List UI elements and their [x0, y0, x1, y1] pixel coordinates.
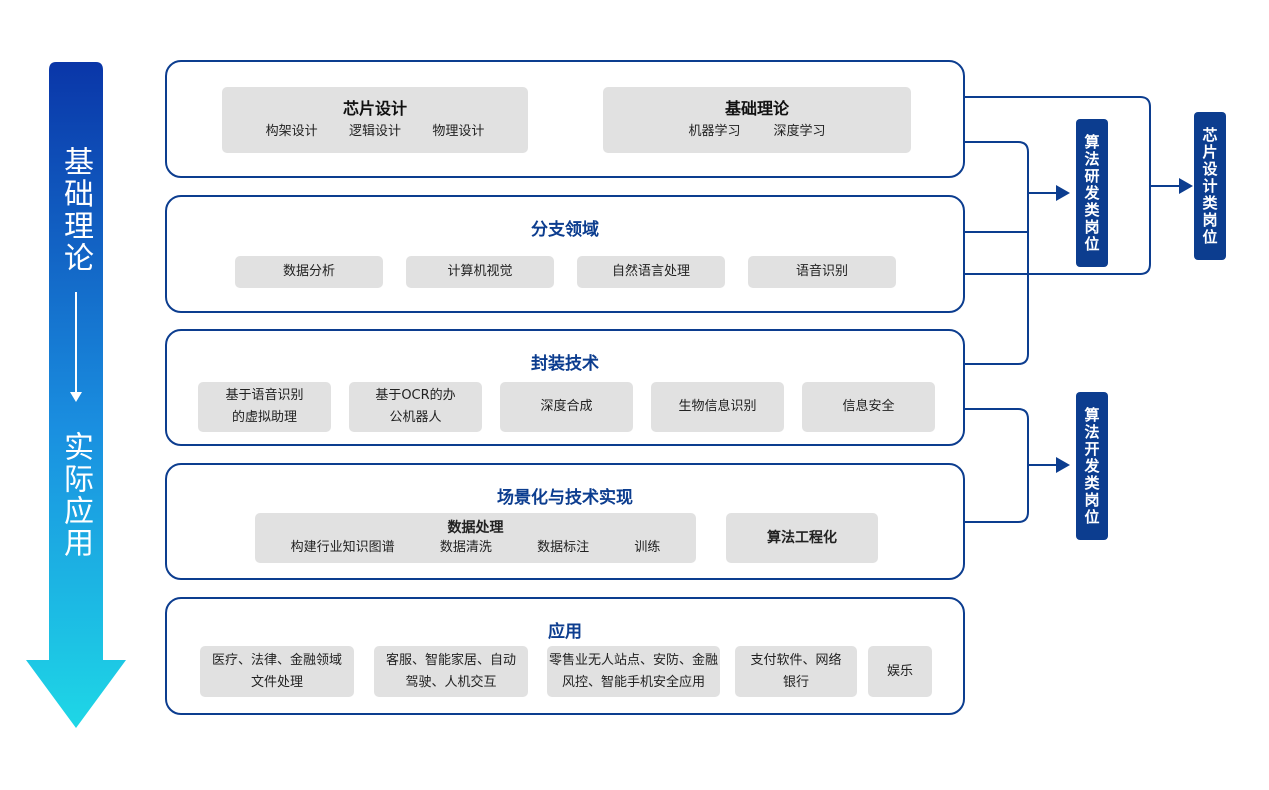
bottom-label: 实际应用 — [58, 431, 93, 559]
package-box: 生物信息识别 — [651, 382, 784, 432]
sub-item: 深度学习 — [773, 124, 826, 139]
basic-theory-box: 基础理论 机器学习 深度学习 — [603, 87, 911, 153]
panel-title: 分支领域 — [531, 220, 599, 240]
role-chip: 芯片设计类岗位 — [1194, 112, 1226, 260]
branch-box: 语音识别 — [748, 256, 896, 288]
sub-item: 逻辑设计 — [348, 124, 401, 139]
sub-item: 数据标注 — [537, 540, 590, 555]
panel-application: 应用 医疗、法律、金融领域 文件处理 客服、智能家居、自动 驾驶、人机交互 零售… — [165, 597, 965, 715]
application-box: 客服、智能家居、自动 驾驶、人机交互 — [374, 646, 528, 697]
chip-design-box: 芯片设计 构架设计 逻辑设计 物理设计 — [222, 87, 528, 153]
box-line: 公机器人 — [389, 410, 442, 425]
box-line: 支付软件、网络 — [750, 652, 842, 668]
box-line: 的虚拟助理 — [231, 410, 297, 425]
box-line: 基于OCR的办 — [375, 388, 456, 403]
package-box: 信息安全 — [802, 382, 935, 432]
box-line: 医疗、法律、金融领域 — [211, 652, 342, 668]
application-box: 零售业无人站点、安防、金融 风控、智能手机安全应用 — [547, 646, 720, 697]
box-line: 零售业无人站点、安防、金融 — [548, 652, 718, 668]
top-label: 基础理论 — [58, 146, 93, 274]
branch-box: 计算机视觉 — [406, 256, 554, 288]
panel-foundation: 芯片设计 构架设计 逻辑设计 物理设计 基础理论 机器学习 深度学习 — [165, 60, 965, 178]
panel-title: 场景化与技术实现 — [497, 488, 633, 508]
box-line: 银行 — [782, 674, 809, 690]
branch-box: 数据分析 — [235, 256, 383, 288]
panel-branches: 分支领域 数据分析 计算机视觉 自然语言处理 语音识别 — [165, 195, 965, 313]
package-box: 基于语音识别 的虚拟助理 — [198, 382, 331, 432]
package-box: 深度合成 — [500, 382, 633, 432]
package-box: 基于OCR的办 公机器人 — [349, 382, 482, 432]
panel-scenario: 场景化与技术实现 数据处理 构建行业知识图谱 数据清洗 数据标注 训练 算法工程… — [165, 463, 965, 580]
box-line: 文件处理 — [250, 674, 303, 690]
box-line: 客服、智能家居、自动 — [385, 652, 516, 668]
algo-engineering-box: 算法工程化 — [726, 513, 878, 563]
flow-arrow — [26, 62, 126, 728]
panel-title: 封装技术 — [531, 354, 599, 374]
application-box: 医疗、法律、金融领域 文件处理 — [200, 646, 354, 697]
role-dev: 算法开发类岗位 — [1076, 392, 1108, 540]
sub-item: 物理设计 — [432, 124, 485, 139]
box-line: 基于语音识别 — [225, 388, 304, 403]
role-research: 算法研发类岗位 — [1076, 119, 1108, 267]
data-processing-title: 数据处理 — [447, 520, 504, 536]
sub-item: 构建行业知识图谱 — [290, 540, 395, 555]
sub-item: 构架设计 — [265, 124, 318, 139]
box-line: 风控、智能手机安全应用 — [561, 674, 705, 690]
panel-packaging: 封装技术 基于语音识别 的虚拟助理 基于OCR的办 公机器人 深度合成 生物信息… — [165, 329, 965, 446]
application-box: 娱乐 — [868, 646, 932, 697]
basic-theory-title: 基础理论 — [724, 99, 789, 118]
sub-item: 数据清洗 — [439, 540, 492, 555]
branch-box: 自然语言处理 — [577, 256, 725, 288]
box-line: 驾驶、人机交互 — [405, 674, 497, 690]
panel-title: 应用 — [548, 622, 582, 642]
sub-item: 机器学习 — [688, 124, 741, 139]
sub-item: 训练 — [634, 540, 661, 555]
data-processing-box: 数据处理 构建行业知识图谱 数据清洗 数据标注 训练 — [255, 513, 696, 563]
chip-design-title: 芯片设计 — [342, 99, 407, 118]
application-box: 支付软件、网络 银行 — [735, 646, 857, 697]
